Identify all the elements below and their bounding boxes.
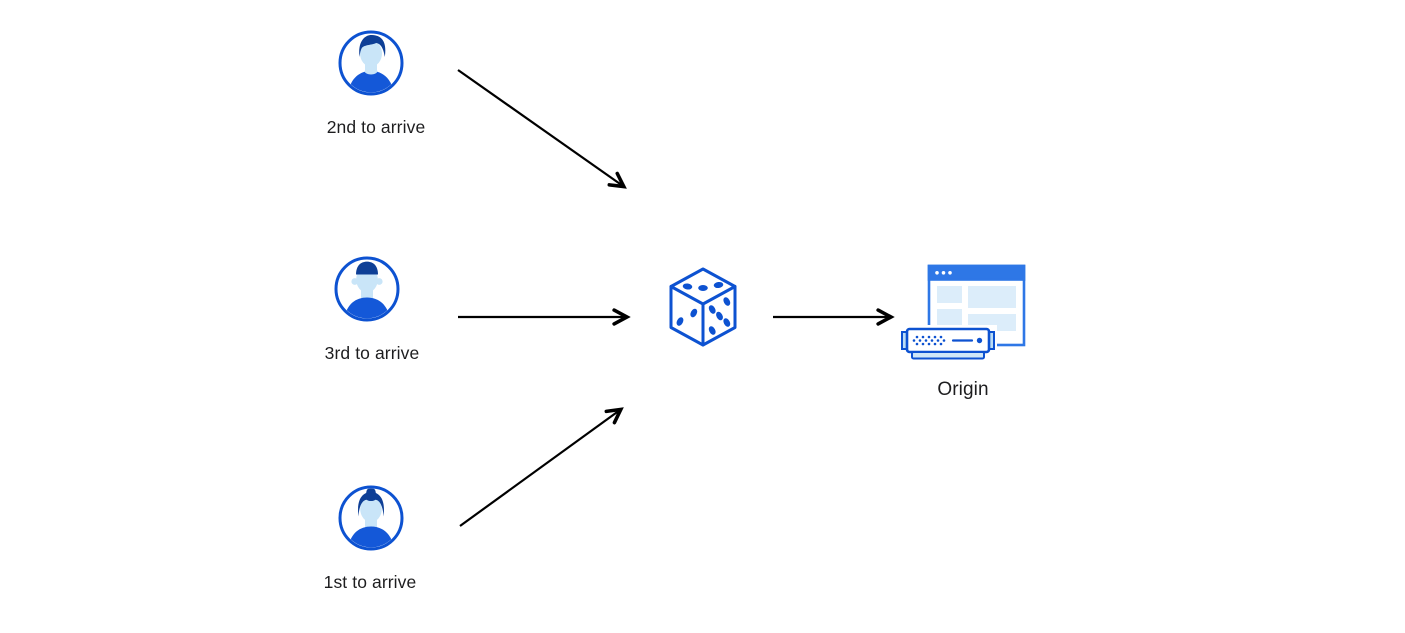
node-label-user-second: 2nd to arrive xyxy=(326,117,426,137)
dice-icon xyxy=(669,267,737,347)
person-icon xyxy=(338,485,404,551)
person-icon xyxy=(338,30,404,96)
origin-server-icon xyxy=(899,264,1026,360)
node-label-user-third: 3rd to arrive xyxy=(324,343,420,363)
person-icon xyxy=(334,256,400,322)
node-label-origin: Origin xyxy=(937,379,989,400)
arrow-user-second-to-randomizer xyxy=(457,69,627,189)
arrow-user-first-to-randomizer xyxy=(459,407,624,527)
server-icon xyxy=(899,325,997,360)
node-label-user-first: 1st to arrive xyxy=(323,572,417,592)
